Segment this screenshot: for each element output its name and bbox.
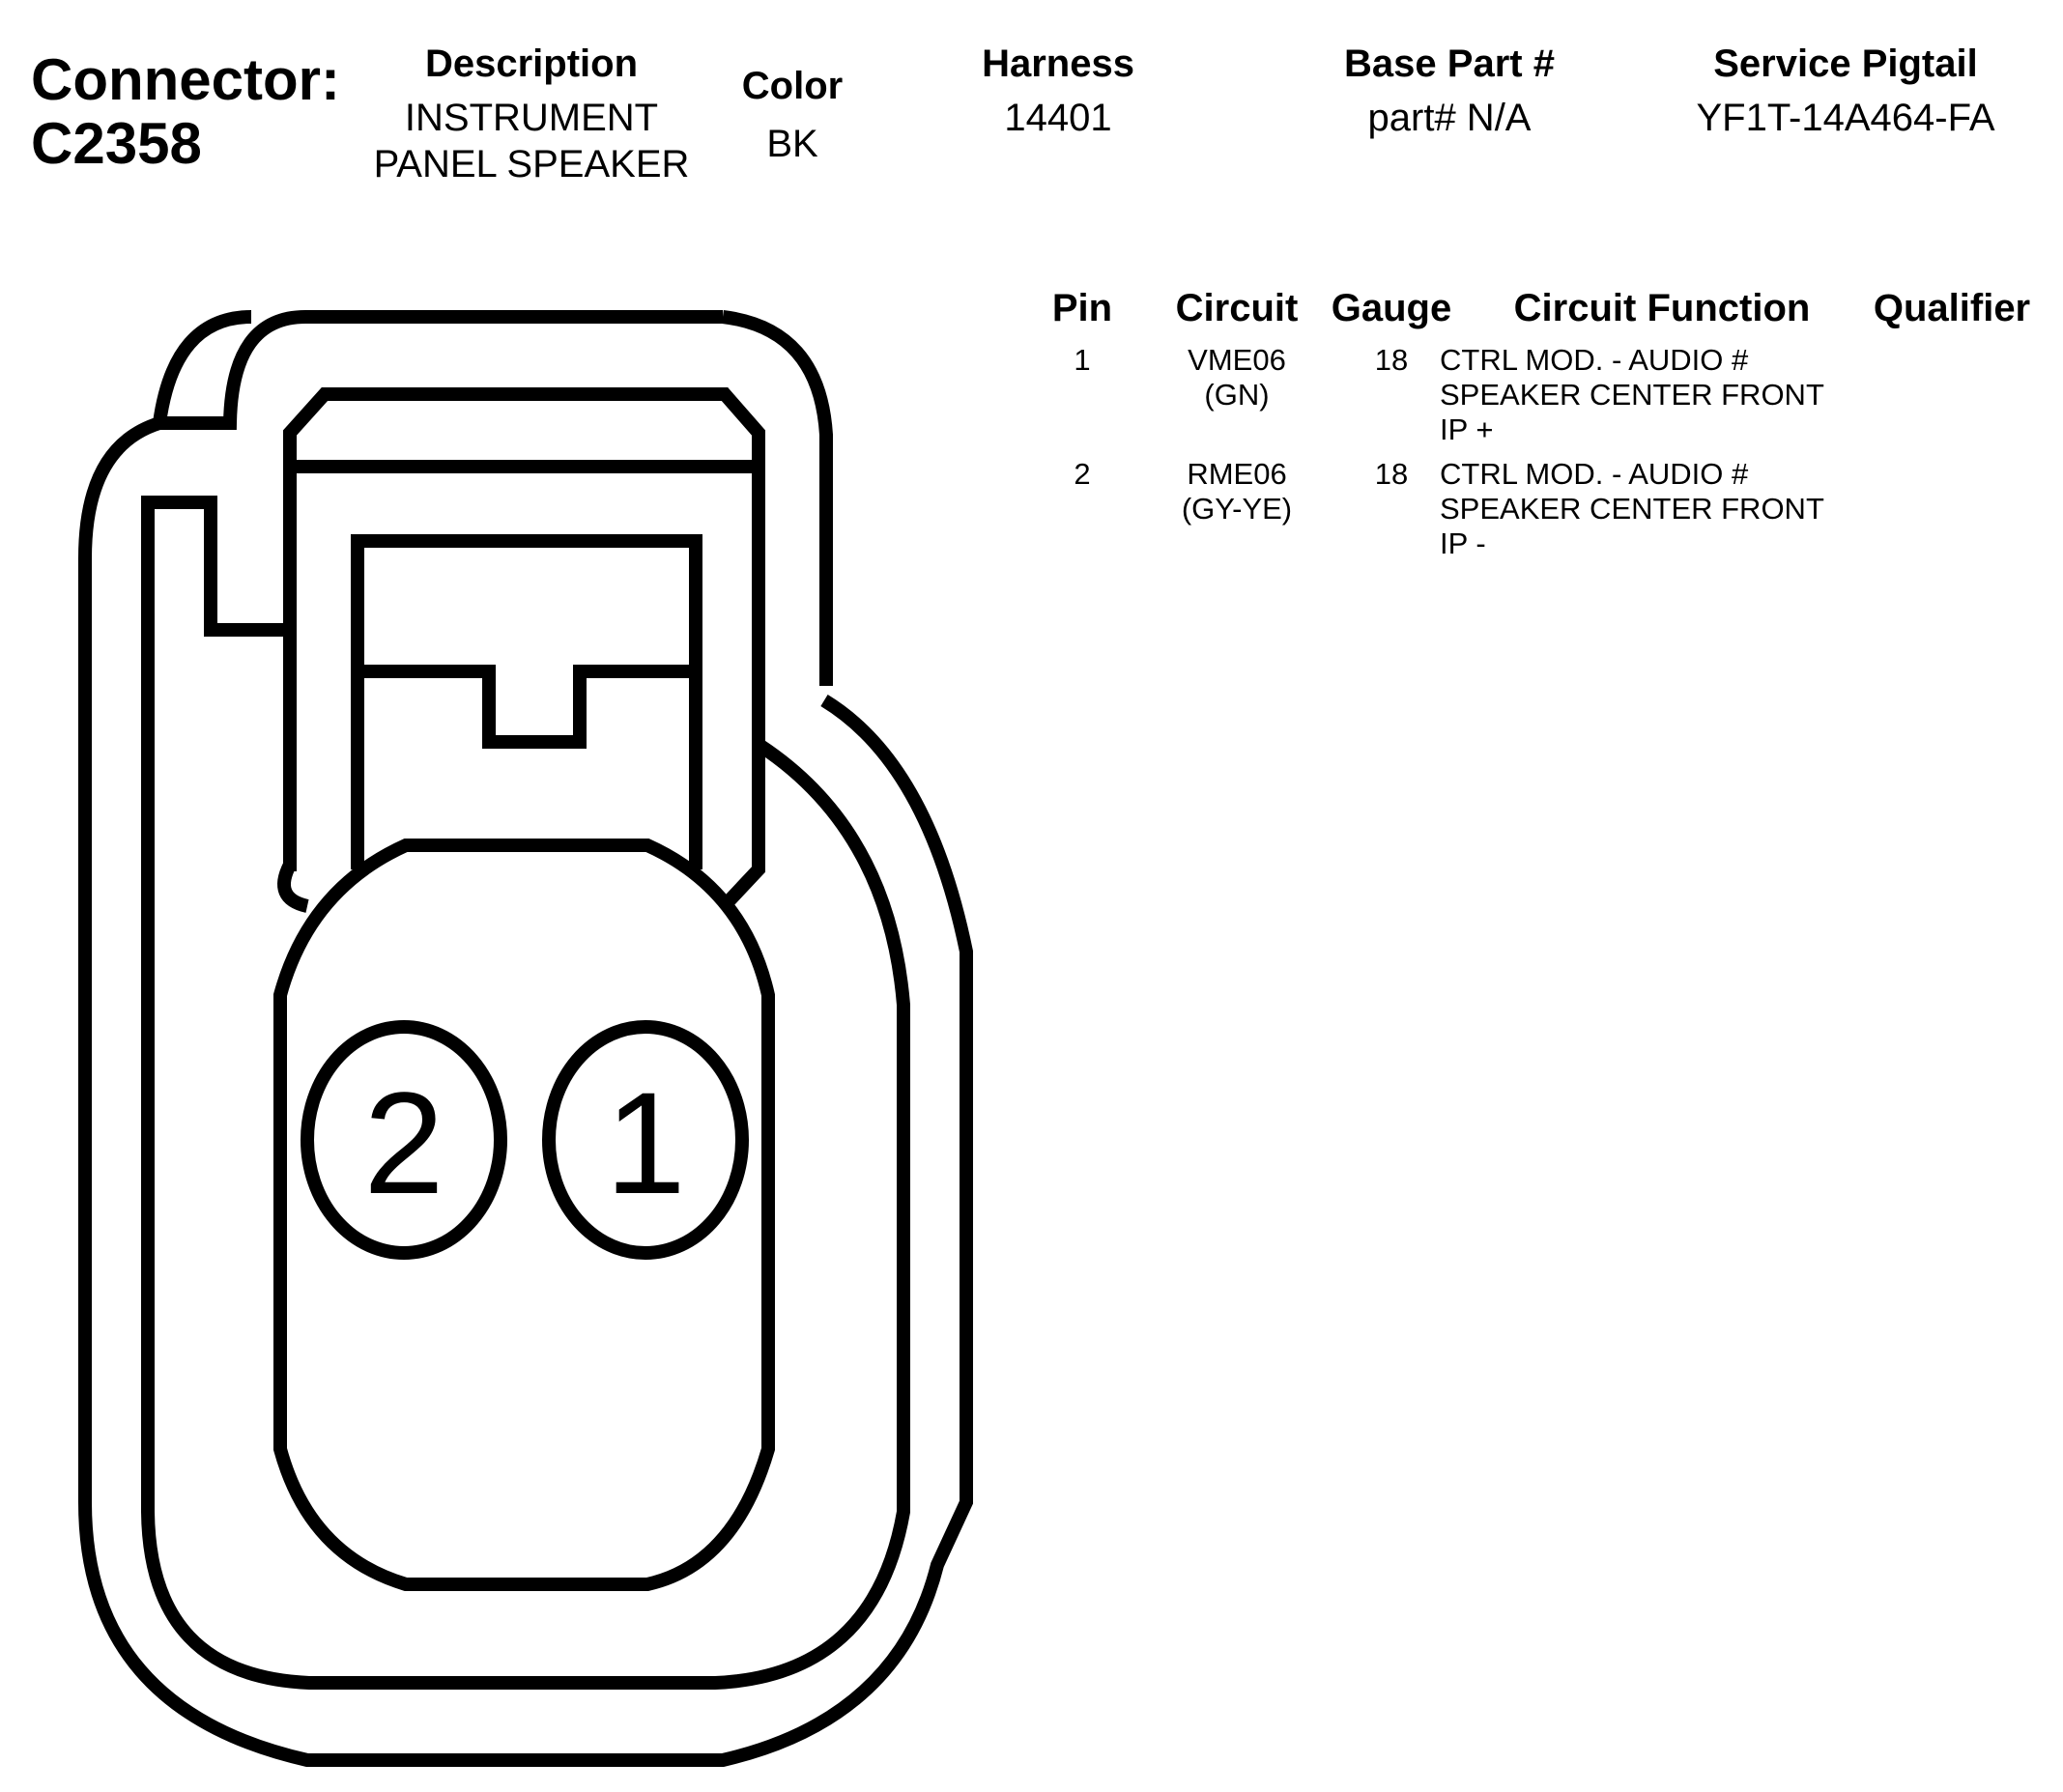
function-line: IP - [1440, 526, 1486, 560]
gauge-cell: 18 [1374, 457, 1409, 491]
connector-title: Connector: C2358 [31, 48, 340, 176]
service-pigtail-block: Service Pigtail YF1T-14A464-FA [1643, 41, 2049, 141]
connector-id: C2358 [31, 111, 202, 176]
circuit-cell: VME06 (GN) [1140, 343, 1333, 412]
circuit-cell: RME06 (GY-YE) [1140, 457, 1333, 526]
base-part-value: part# N/A [1367, 97, 1532, 139]
pin-cavity-1 [542, 1020, 749, 1260]
pin-cavity-2-ring [301, 1020, 507, 1260]
connector-label: Connector: [31, 47, 340, 112]
latch-frame [283, 387, 765, 905]
base-part-block: Base Part # part# N/A [1304, 41, 1594, 141]
description-block: Description INSTRUMENT PANEL SPEAKER [329, 41, 734, 187]
circuit-column-header: Circuit [1175, 287, 1299, 329]
latch-hook [277, 861, 309, 913]
table-row: 1 VME06 (GN) 18 CTRL MOD. - AUDIO # SPEA… [1034, 343, 2049, 454]
pin-cell: 2 [1074, 457, 1091, 491]
service-pigtail-value: YF1T-14A464-FA [1696, 97, 1995, 139]
pin-cavity-2 [301, 1020, 507, 1260]
base-part-label: Base Part # [1344, 43, 1555, 85]
harness-block: Harness 14401 [937, 41, 1179, 141]
circuit-function-column-header: Circuit Function [1513, 287, 1811, 329]
circuit-color: (GN) [1204, 378, 1270, 412]
pin-column-header: Pin [1051, 287, 1113, 329]
connector-shell-top [153, 310, 252, 424]
circuit-code: RME06 [1187, 457, 1287, 491]
color-block: Color BK [715, 63, 870, 167]
description-line-2: PANEL SPEAKER [373, 143, 690, 185]
circuit-function-cell: CTRL MOD. - AUDIO # SPEAKER CENTER FRONT… [1440, 457, 1855, 561]
function-line: CTRL MOD. - AUDIO # [1440, 457, 1749, 491]
harness-label: Harness [982, 43, 1134, 85]
qualifier-column-header: Qualifier [1873, 287, 2031, 329]
latch-window [351, 534, 702, 869]
gauge-cell: 18 [1374, 343, 1409, 377]
pin-cavity-1-ring [542, 1020, 749, 1260]
color-value: BK [766, 123, 818, 165]
gauge-column-header: Gauge [1331, 287, 1452, 329]
pin-cell: 1 [1074, 343, 1091, 377]
circuit-function-cell: CTRL MOD. - AUDIO # SPEAKER CENTER FRONT… [1440, 343, 1855, 447]
pin-label-1: 1 [605, 1062, 685, 1224]
latch-tab [358, 665, 696, 749]
connector-outer-shell [78, 310, 973, 1767]
function-line: IP + [1440, 412, 1494, 446]
function-line: CTRL MOD. - AUDIO # [1440, 343, 1749, 377]
function-line: SPEAKER CENTER FRONT [1440, 492, 1824, 526]
color-label: Color [741, 65, 844, 107]
pin-body [273, 839, 775, 1591]
pin-label-2: 2 [363, 1062, 444, 1224]
description-label: Description [424, 43, 639, 85]
description-line-1: INSTRUMENT [404, 97, 659, 139]
harness-value: 14401 [1004, 97, 1112, 139]
connector-inner-shell [141, 496, 910, 1690]
circuit-color: (GY-YE) [1181, 492, 1293, 526]
connector-outer-right [722, 310, 833, 686]
circuit-code: VME06 [1188, 343, 1286, 377]
service-pigtail-label: Service Pigtail [1713, 43, 1978, 85]
function-line: SPEAKER CENTER FRONT [1440, 378, 1824, 412]
table-row: 2 RME06 (GY-YE) 18 CTRL MOD. - AUDIO # S… [1034, 457, 2049, 568]
